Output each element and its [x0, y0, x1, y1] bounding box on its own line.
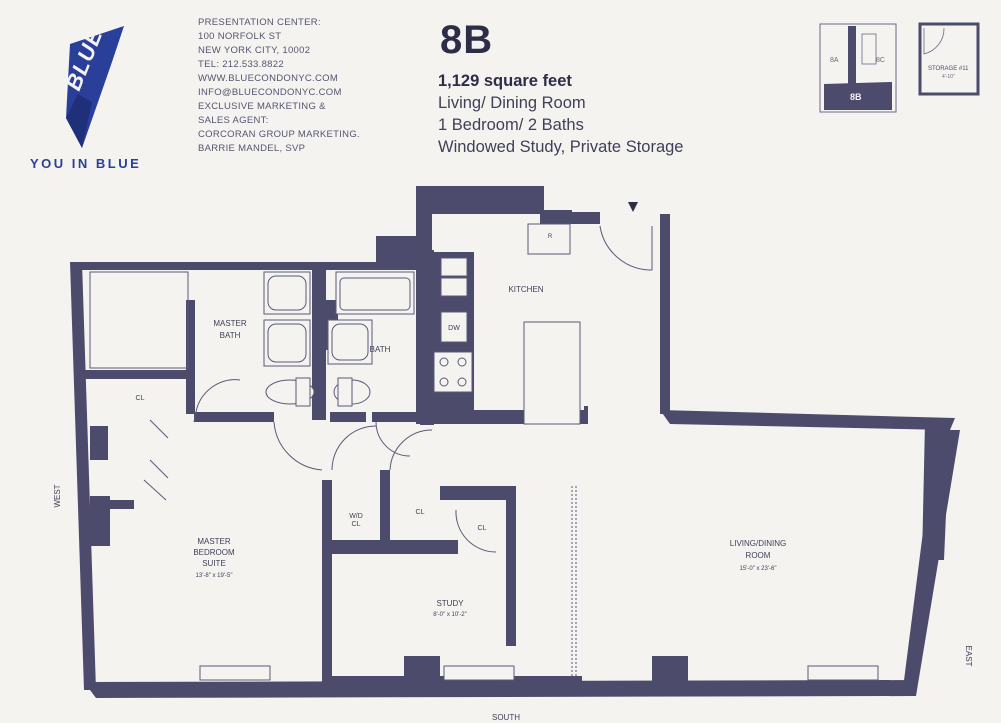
cooktop-icon	[433, 351, 473, 393]
unit-title: 8B	[440, 18, 494, 62]
blue-logo: BLUE	[60, 25, 124, 148]
contact-line: 100 NORFOLK ST	[198, 31, 282, 42]
keyplan-storage-size: 4'-10"	[942, 74, 955, 80]
keyplan-storage: STORAGE #11	[928, 66, 969, 72]
dishwasher-icon	[440, 311, 468, 343]
contact-line: SALES AGENT:	[198, 115, 269, 126]
unit-feature: Windowed Study, Private Storage	[438, 138, 684, 156]
unit-feature: Living/ Dining Room	[438, 94, 586, 112]
key-plan: 8A 8C 8B STORAGE #11 4'-10"	[819, 22, 980, 113]
room-labels: KITCHEN DW R MASTER BATH BATH CL W/D CL …	[136, 234, 787, 618]
contact-line: WWW.BLUECONDONYC.COM	[198, 73, 339, 84]
label-dw: DW	[448, 325, 460, 332]
label-master-bath: MASTER	[213, 319, 247, 328]
contact-line: CORCORAN GROUP MARKETING.	[198, 129, 360, 140]
contact-line: NEW YORK CITY, 10002	[198, 45, 311, 56]
kitchen-island	[523, 321, 581, 425]
unit-details: 1,129 square feet Living/ Dining Room 1 …	[438, 70, 684, 158]
label-bath: BATH	[370, 345, 391, 354]
keyplan-unit-b: 8B	[850, 92, 862, 102]
unit-area: 1,129 square feet	[438, 72, 572, 90]
sink-icon	[440, 277, 468, 297]
label-closet: CL	[136, 395, 145, 402]
label-master-bedroom: MASTER	[197, 537, 231, 546]
label-study-dims: 8'-0" x 10'-2"	[433, 612, 467, 618]
brand-tagline: YOU IN BLUE	[30, 156, 142, 171]
fixtures	[89, 223, 581, 425]
label-living: LIVING/DINING	[730, 539, 786, 548]
label-master-bedroom: BEDROOM	[193, 548, 235, 557]
label-master-bedroom-dims: 13'-8" x 19'-5"	[196, 573, 233, 579]
keyplan-unit-c: 8C	[876, 57, 885, 64]
doors	[143, 225, 653, 676]
contact-line: BARRIE MANDEL, SVP	[198, 143, 306, 154]
shower-icon	[89, 271, 189, 369]
label-kitchen: KITCHEN	[508, 285, 543, 294]
contact-line: TEL: 212.533.8822	[198, 59, 284, 70]
label-living: ROOM	[746, 551, 771, 560]
compass-east: EAST	[964, 646, 973, 667]
contact-line: EXCLUSIVE MARKETING &	[198, 101, 326, 112]
compass-west: WEST	[53, 484, 62, 507]
keyplan-unit-a: 8A	[830, 57, 839, 64]
refrigerator-icon	[527, 223, 571, 255]
label-closet: CL	[478, 525, 487, 532]
label-living-dims: 15'-0" x 23'-6"	[740, 566, 777, 572]
entry-arrow-icon	[628, 202, 638, 212]
label-closet: CL	[416, 509, 425, 516]
windows	[199, 665, 879, 681]
contact-line: INFO@BLUECONDONYC.COM	[198, 87, 342, 98]
contact-line: PRESENTATION CENTER:	[198, 17, 321, 28]
label-wd: W/D	[349, 513, 363, 520]
walls	[70, 186, 960, 698]
compass-south: SOUTH	[492, 713, 520, 722]
sink-icon	[440, 257, 468, 277]
label-wd: CL	[352, 521, 361, 528]
unit-feature: 1 Bedroom/ 2 Baths	[438, 116, 584, 134]
label-master-bedroom: SUITE	[202, 559, 226, 568]
label-master-bath: BATH	[220, 331, 241, 340]
label-refrigerator: R	[548, 234, 553, 240]
label-study: STUDY	[436, 599, 464, 608]
contact-block: PRESENTATION CENTER: 100 NORFOLK ST NEW …	[198, 16, 360, 156]
